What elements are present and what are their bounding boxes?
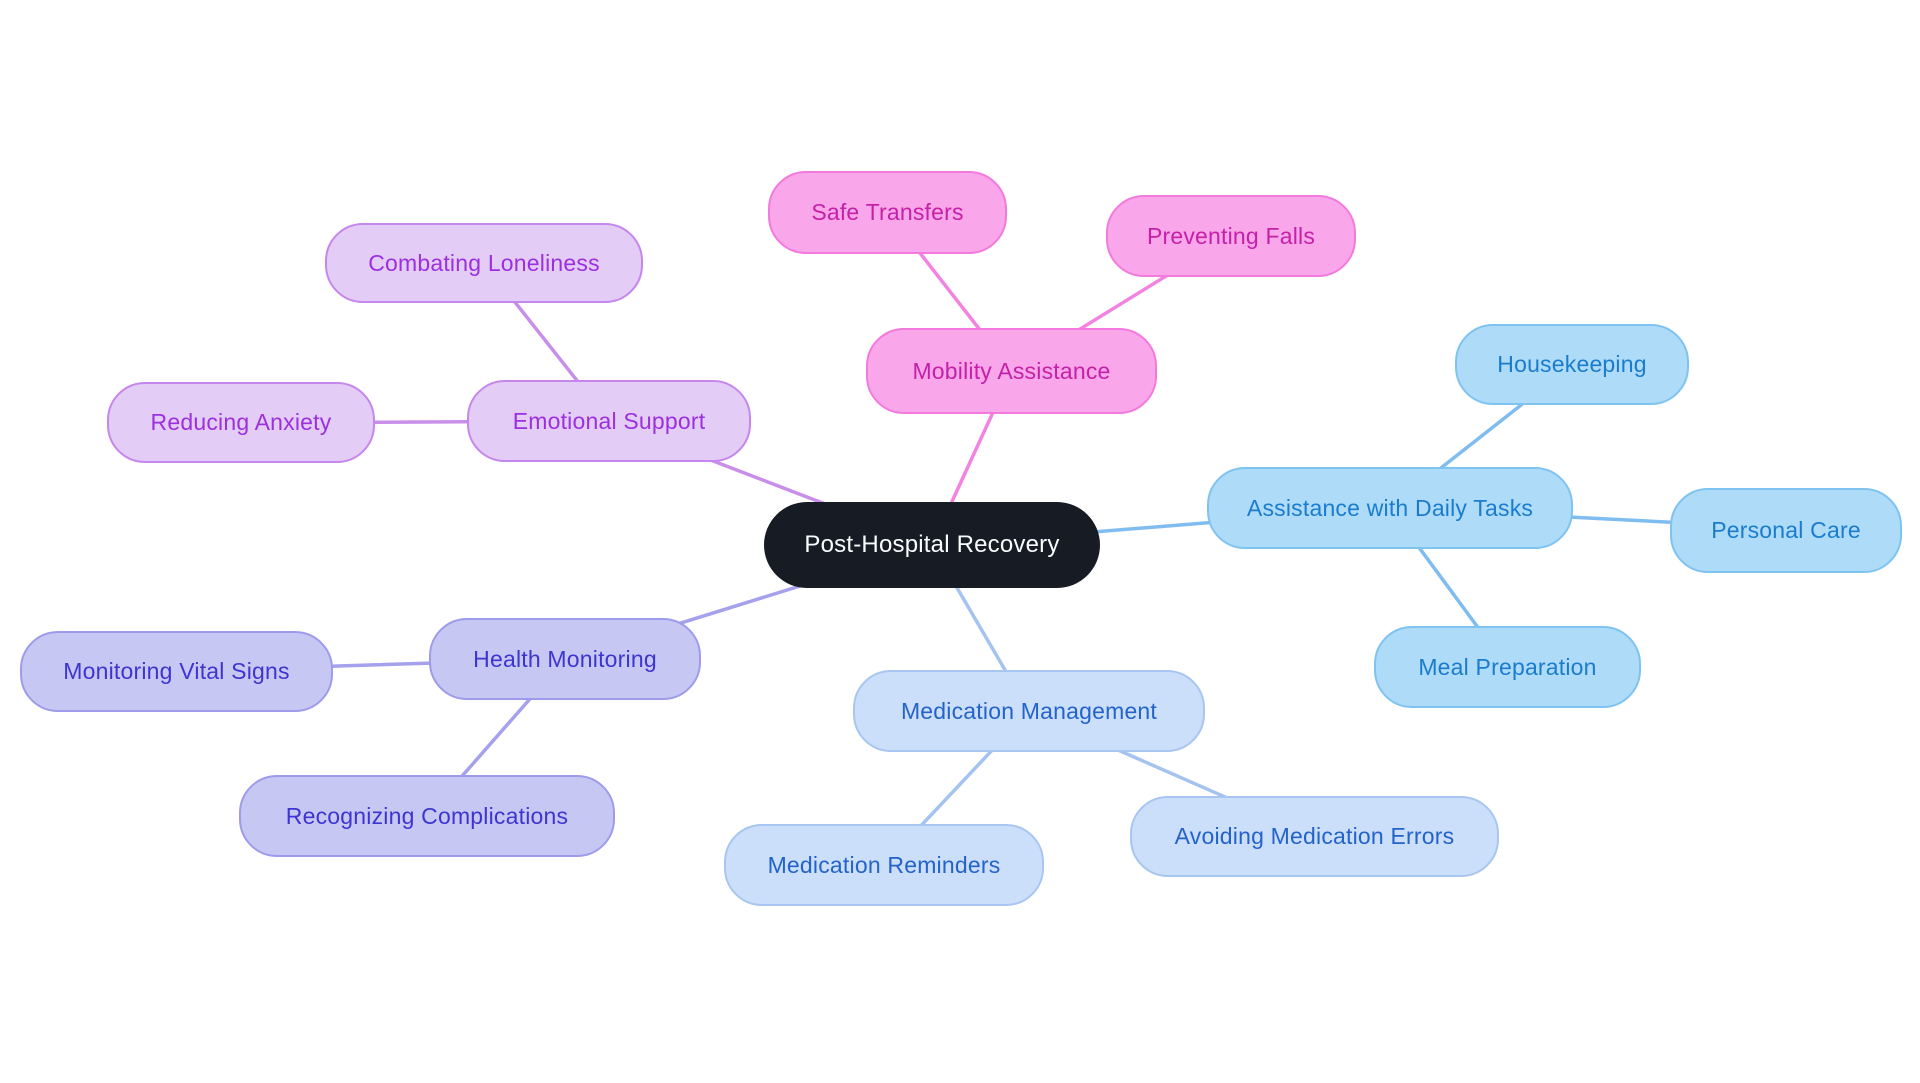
node-emotional-support[interactable]: Emotional Support: [467, 380, 751, 462]
node-post-hospital-recovery[interactable]: Post-Hospital Recovery: [764, 502, 1100, 588]
node-health-monitoring[interactable]: Health Monitoring: [429, 618, 701, 700]
node-assistance-with-daily-tasks[interactable]: Assistance with Daily Tasks: [1207, 467, 1573, 549]
node-recognizing-complications[interactable]: Recognizing Complications: [239, 775, 615, 857]
node-medication-management[interactable]: Medication Management: [853, 670, 1205, 752]
node-housekeeping[interactable]: Housekeeping: [1455, 324, 1689, 405]
node-safe-transfers[interactable]: Safe Transfers: [768, 171, 1007, 254]
node-combating-loneliness[interactable]: Combating Loneliness: [325, 223, 643, 303]
node-personal-care[interactable]: Personal Care: [1670, 488, 1902, 573]
node-meal-preparation[interactable]: Meal Preparation: [1374, 626, 1641, 708]
node-avoiding-medication-errors[interactable]: Avoiding Medication Errors: [1130, 796, 1499, 877]
node-reducing-anxiety[interactable]: Reducing Anxiety: [107, 382, 375, 463]
node-mobility-assistance[interactable]: Mobility Assistance: [866, 328, 1157, 414]
node-medication-reminders[interactable]: Medication Reminders: [724, 824, 1044, 906]
node-preventing-falls[interactable]: Preventing Falls: [1106, 195, 1356, 277]
node-monitoring-vital-signs[interactable]: Monitoring Vital Signs: [20, 631, 333, 712]
